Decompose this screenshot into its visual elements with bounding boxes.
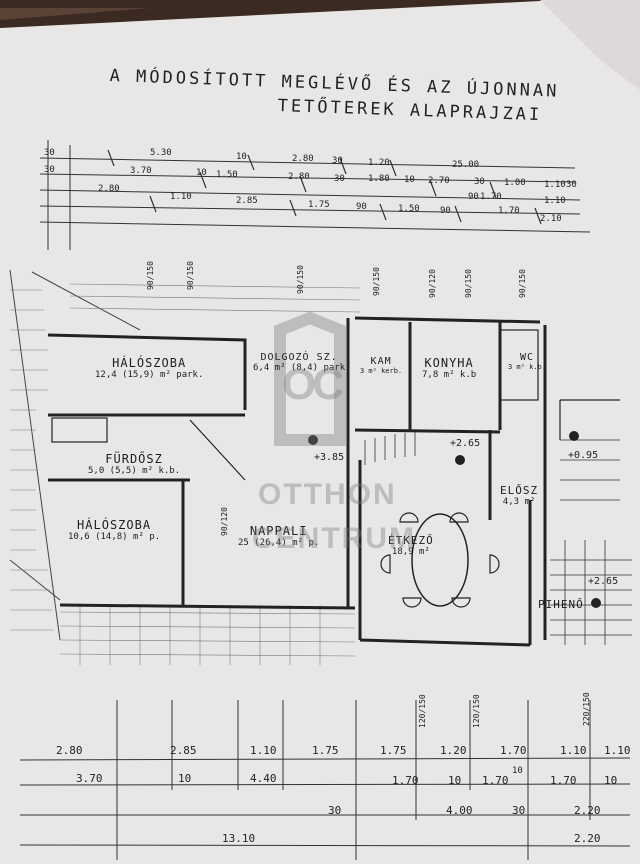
dim-top-2: 30	[334, 174, 345, 184]
room-konyha: KONYHA 7,8 m² k.b	[422, 356, 477, 380]
dim-bottom-2: 10	[512, 766, 523, 776]
room-etkezo: ÉTKEZŐ 18,9 m²	[388, 534, 434, 557]
dim-top-2: 10	[196, 168, 207, 178]
window-dim: 90/150	[372, 267, 381, 296]
dim-top-2: 2.80	[288, 172, 310, 182]
window-dim: 90/150	[146, 261, 155, 290]
dim-top-2: 1.50	[216, 170, 238, 180]
dim-top-2: 1.00	[504, 178, 526, 188]
dim-top-3: 90	[356, 202, 367, 212]
dim-bottom-3: 4.00	[446, 804, 473, 817]
room-wc: WC 3 m² k.b.	[508, 352, 546, 371]
dim-top-1: 5.30	[150, 148, 172, 158]
dim-bottom-3: 30	[328, 804, 342, 817]
dim-bottom-1: 1.20	[440, 744, 467, 757]
room-kam: KAM 3 m² kerb.	[360, 356, 403, 375]
dim-top-2: 10	[404, 175, 415, 185]
elevation-label: +3.85	[314, 452, 345, 463]
dim-top-1: 10	[236, 152, 247, 162]
dim-bottom-2: 1.70	[550, 774, 577, 787]
watermark-logo-icon	[274, 311, 346, 446]
watermark-centrum: CENTRUM	[252, 522, 416, 555]
room-haloszoba-1: HÁLÓSZOBA 12,4 (15,9) m² park.	[95, 356, 204, 380]
dim-top-1: 30	[332, 156, 343, 166]
dim-top-3: 2.80	[98, 184, 120, 194]
dim-top-1: 1.20	[368, 158, 390, 168]
dim-top-3: 1.50	[398, 204, 420, 214]
dim-left: 30	[44, 165, 55, 175]
dim-bottom-1: 2.85	[170, 744, 197, 757]
dim-top-3: 90	[440, 206, 451, 216]
dim-bottom-2: 1.70	[392, 774, 419, 787]
elevation-label: +2.65	[588, 576, 619, 587]
dim-bottom-3: 2.20	[574, 804, 601, 817]
dim-top-4: 1.10	[544, 196, 566, 206]
dim-top-2: 30	[566, 180, 577, 190]
dim-bottom-2: 10	[178, 772, 192, 785]
window-dim: 90/150	[518, 269, 527, 298]
dim-top-4: 90	[468, 192, 479, 202]
room-dolgozo: DOLGOZÓ SZ. 6,4 m² (8,4) park	[253, 352, 346, 373]
room-haloszoba-2: HÁLÓSZOBA 10,6 (14,8) m² p.	[68, 518, 161, 542]
dim-bottom-1: 1.75	[312, 744, 339, 757]
dim-top-3: 2.10	[540, 214, 562, 224]
room-furdo: FÜRDŐSZ 5,0 (5,5) m² k.b.	[88, 452, 181, 476]
window-dim: 90/120	[220, 507, 229, 536]
dim-left: 30	[44, 148, 55, 158]
watermark-logo-text: OC	[282, 360, 344, 409]
room-piheno: PIHENŐ	[538, 598, 584, 611]
dim-top-4: 1.70	[480, 192, 502, 202]
watermark-otthon: OTTHON	[258, 478, 397, 511]
dim-bottom-2: 1.70	[482, 774, 509, 787]
elevation-label: +2.65	[450, 438, 481, 449]
dim-bottom-2: 10	[448, 774, 462, 787]
dim-top-1: 25.00	[452, 160, 480, 170]
dim-top-2: 2.70	[428, 176, 450, 186]
window-dim: 120/150	[472, 694, 481, 728]
dim-top-3: 1.70	[498, 206, 520, 216]
dim-bottom-4: 2.20	[574, 832, 601, 845]
dim-bottom-2: 10	[604, 774, 618, 787]
dim-bottom-2: 4.40	[250, 772, 277, 785]
window-dim: 220/150	[582, 692, 591, 726]
dim-bottom-1: 1.10	[560, 744, 587, 757]
dim-top-3: 2.85	[236, 196, 258, 206]
dim-bottom-2: 3.70	[76, 772, 103, 785]
window-dim: 120/150	[418, 694, 427, 728]
dim-bottom-3: 30	[512, 804, 526, 817]
dim-top-2: 1.10	[544, 180, 566, 190]
dim-bottom-1: 1.10	[250, 744, 277, 757]
dim-top-3: 1.75	[308, 200, 330, 210]
window-dim: 90/150	[296, 265, 305, 294]
dim-top-1: 2.80	[292, 154, 314, 164]
window-dim: 90/150	[464, 269, 473, 298]
room-nappali: NAPPALI 25 (26,4) m² p.	[238, 524, 320, 548]
dim-top-2: 3.70	[130, 166, 152, 176]
dim-bottom-4: 13.10	[222, 832, 256, 845]
dim-bottom-1: 1.70	[500, 744, 527, 757]
dim-bottom-1: 2.80	[56, 744, 83, 757]
dim-bottom-1: 1.10	[604, 744, 631, 757]
window-dim: 90/120	[428, 269, 437, 298]
window-dim: 90/150	[186, 261, 195, 290]
elevation-label: +0.95	[568, 450, 599, 461]
dim-top-2: 1.80	[368, 174, 390, 184]
dim-top-3: 1.10	[170, 192, 192, 202]
dim-bottom-1: 1.75	[380, 744, 407, 757]
room-elosz: ELŐSZ 4,3 m²	[500, 484, 539, 507]
dim-top-2: 30	[474, 177, 485, 187]
